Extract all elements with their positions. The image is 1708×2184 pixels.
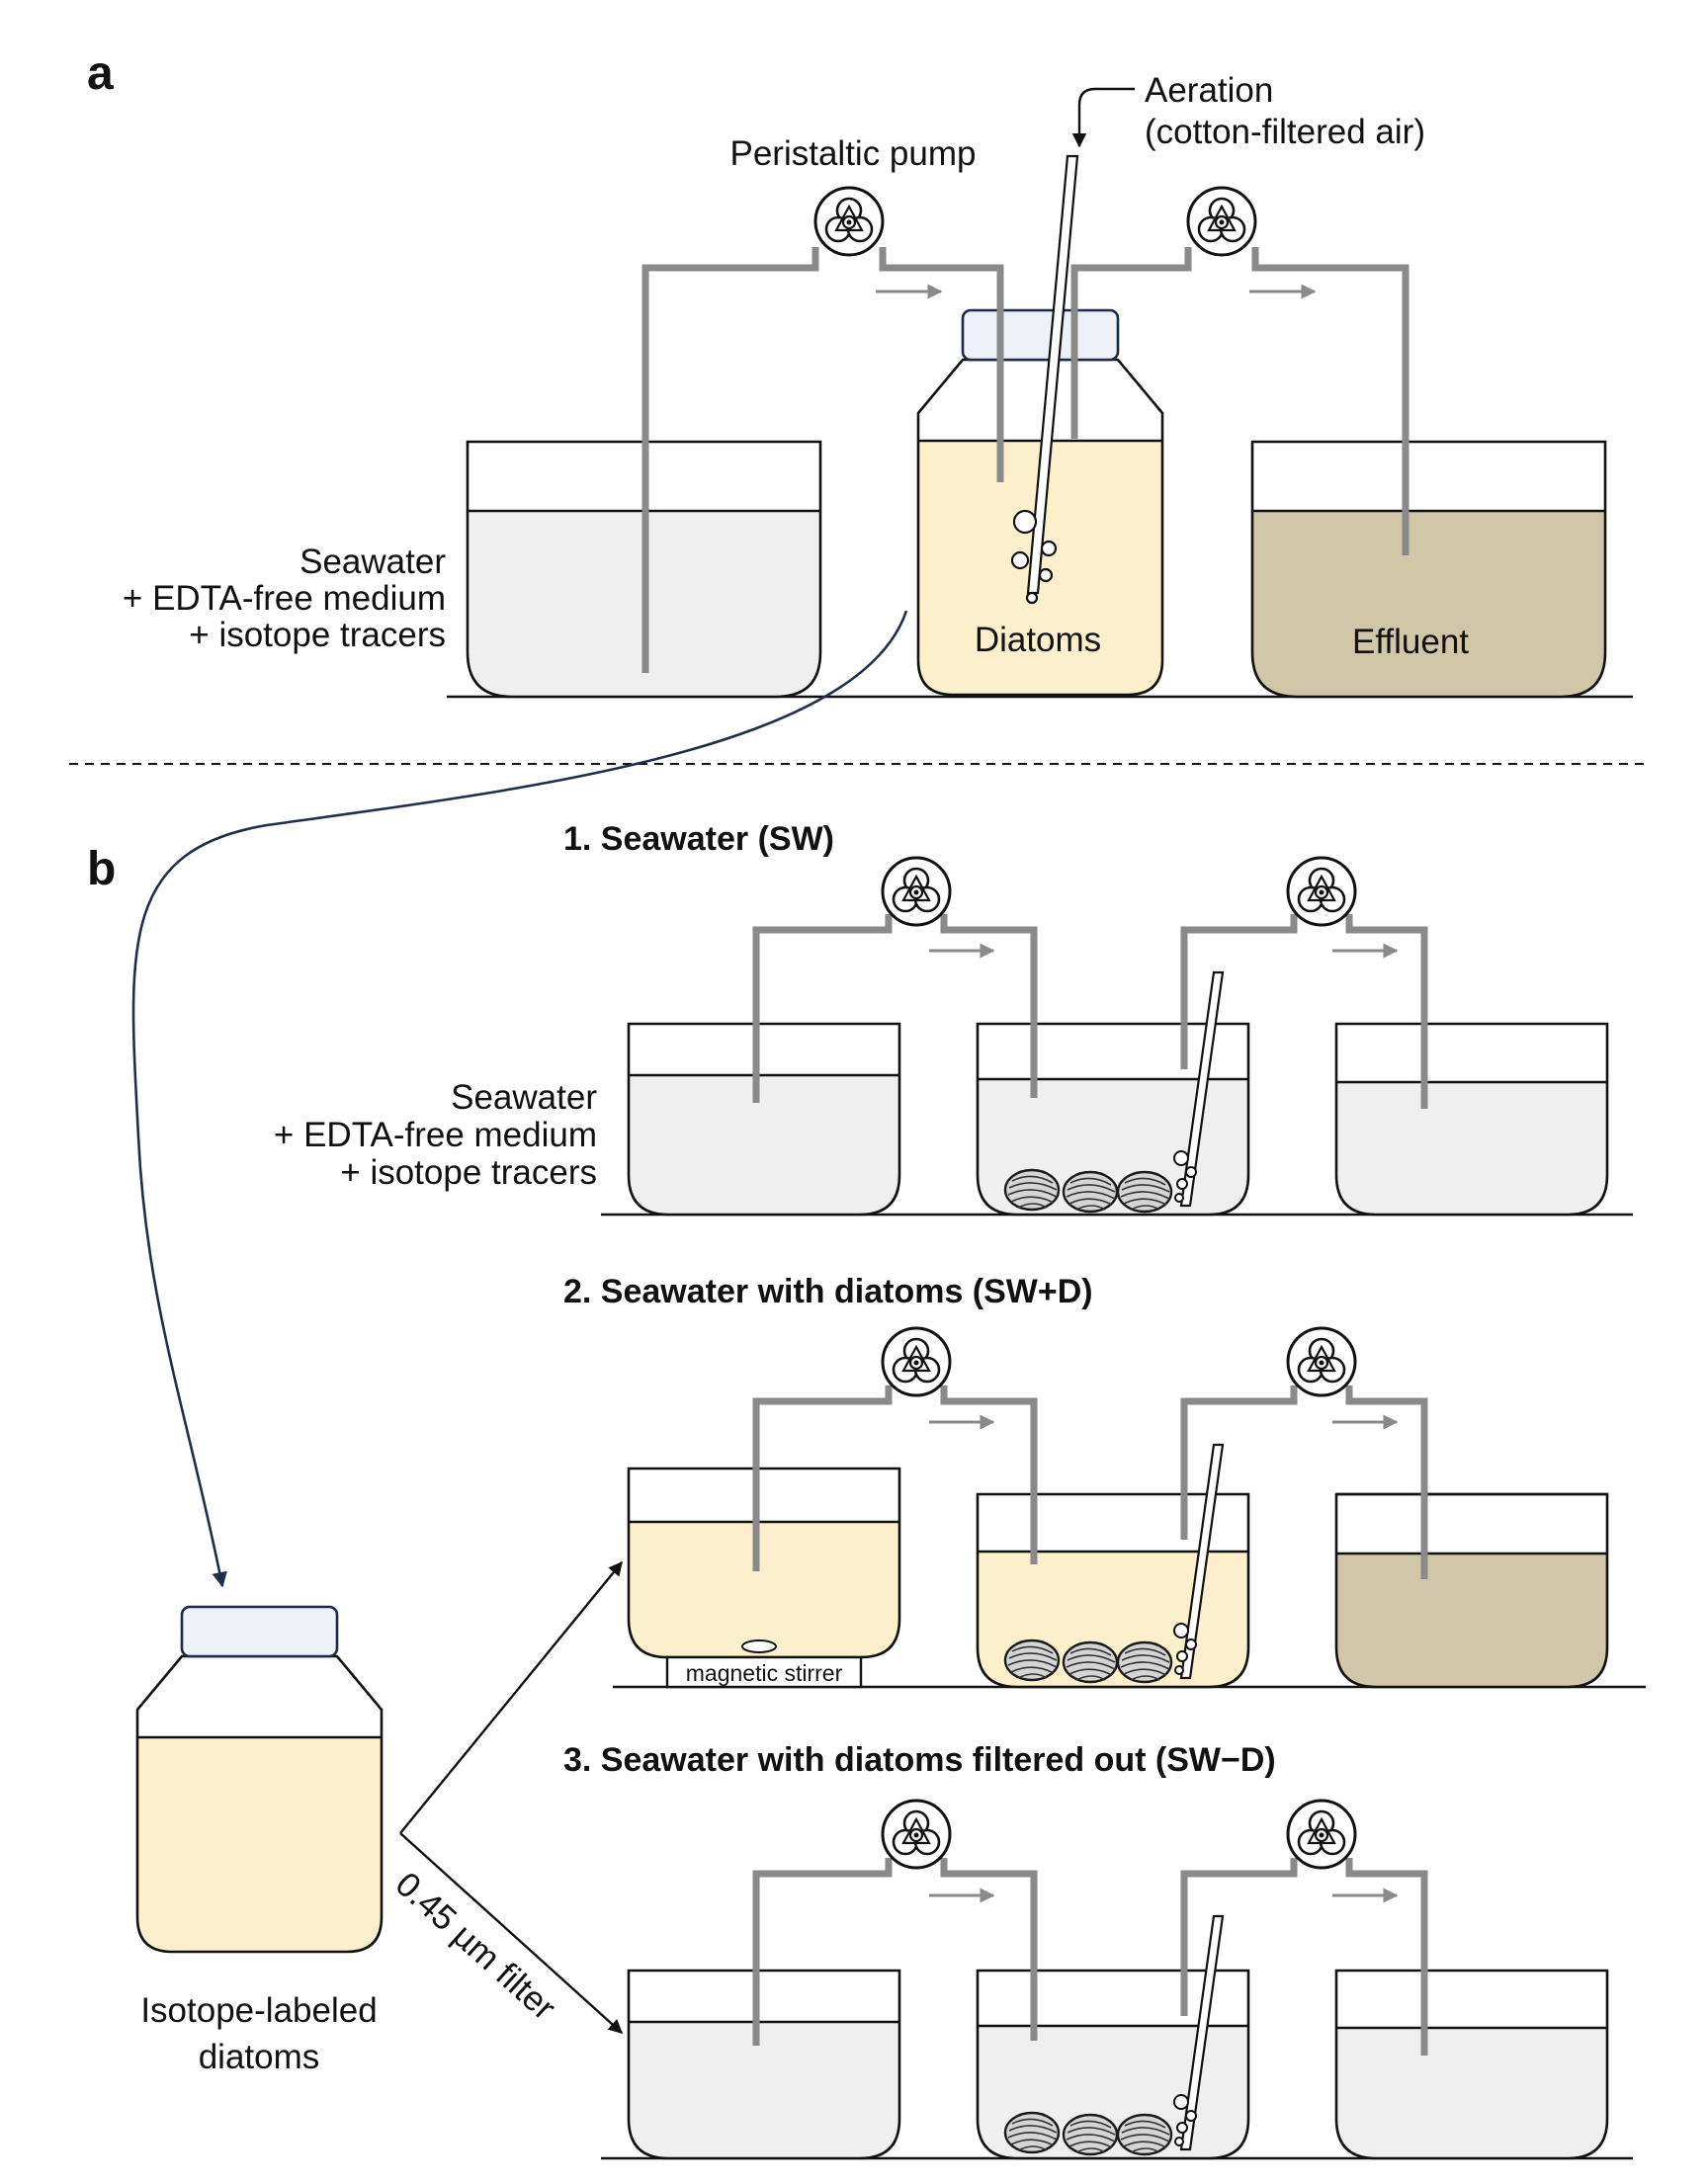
- peristaltic-pump-icon: [881, 856, 952, 927]
- peristaltic-pump-icon: [1286, 856, 1357, 927]
- bottle-label-line: diatoms: [199, 2038, 320, 2076]
- treatment-heading: 2. Seawater with diatoms (SW+D): [563, 1273, 1093, 1310]
- clam-icon: [1116, 1170, 1173, 1214]
- clam-icon: [1003, 2111, 1061, 2154]
- stirrer-label: magnetic stirrer: [686, 1660, 843, 1686]
- culture-label: Diatoms: [975, 621, 1101, 659]
- panel-letter-a: a: [87, 47, 114, 100]
- peristaltic-pump-icon: [881, 1326, 952, 1397]
- clam-icon: [1116, 1640, 1173, 1684]
- treatment-sw-minus-d: 3. Seawater with diatoms filtered out (S…: [563, 1741, 1633, 2160]
- transfer-arrow: [131, 610, 908, 1588]
- bottle-cap: [961, 308, 1120, 362]
- clam-icon: [1116, 2113, 1173, 2156]
- treatment-sw-plus-d: 2. Seawater with diatoms (SW+D) magnetic…: [563, 1273, 1646, 1689]
- stir-bar: [741, 1639, 777, 1653]
- peristaltic-pump-icon: [1286, 1326, 1357, 1397]
- panel-letter-b: b: [87, 843, 116, 895]
- treatment-sw: 1. Seawater (SW) Seawater: [274, 820, 1633, 1217]
- source-label-line: + EDTA-free medium: [123, 579, 446, 618]
- treatment-heading: 1. Seawater (SW): [563, 820, 834, 858]
- inflow-tubing: [641, 247, 1004, 673]
- aeration-pointer: [1071, 87, 1135, 148]
- clam-icon: [1062, 2113, 1119, 2156]
- panel-a: a: [87, 47, 1633, 699]
- peristaltic-pump-icon: [881, 1799, 952, 1870]
- aeration-sublabel: (cotton-filtered air): [1145, 113, 1425, 151]
- source-label-line: + isotope tracers: [189, 616, 446, 654]
- filter-label: 0.45 µm filter: [388, 1865, 563, 2028]
- clam-icon: [1062, 1640, 1119, 1684]
- source-label-line: + isotope tracers: [340, 1153, 597, 1192]
- peristaltic-pump-icon: [1186, 186, 1257, 257]
- arrow-to-sw-d-plus: [399, 1560, 623, 1834]
- arrow-to-sw-d-minus: [399, 1832, 624, 2034]
- bottle-label-line: Isotope-labeled: [140, 1991, 377, 2030]
- clam-icon: [1003, 1168, 1061, 1212]
- bottle-cap: [180, 1605, 339, 1658]
- aeration-label: Aeration: [1145, 71, 1273, 110]
- clam-icon: [1062, 1170, 1119, 1214]
- aeration-tube-icon: [1010, 154, 1079, 605]
- outflow-tubing: [1070, 247, 1409, 555]
- effluent-label: Effluent: [1352, 623, 1469, 661]
- clam-icon: [1003, 1638, 1061, 1682]
- labeled-diatoms-bottle: Isotope-labeled diatoms: [135, 1605, 384, 2076]
- peristaltic-pump-icon: [1286, 1799, 1357, 1870]
- magnetic-stirrer: [665, 1655, 863, 1689]
- effluent-tank: [1250, 440, 1607, 699]
- peristaltic-pump-icon: [813, 186, 885, 257]
- panel-b: b Isotope-labeled diatoms 0.45 µm filter…: [87, 610, 1646, 2160]
- treatment-heading: 3. Seawater with diatoms filtered out (S…: [563, 1741, 1276, 1779]
- source-label-line: Seawater: [451, 1078, 597, 1117]
- pump-label: Peristaltic pump: [730, 134, 977, 173]
- source-label-line: Seawater: [299, 543, 446, 581]
- source-label-line: + EDTA-free medium: [274, 1116, 597, 1154]
